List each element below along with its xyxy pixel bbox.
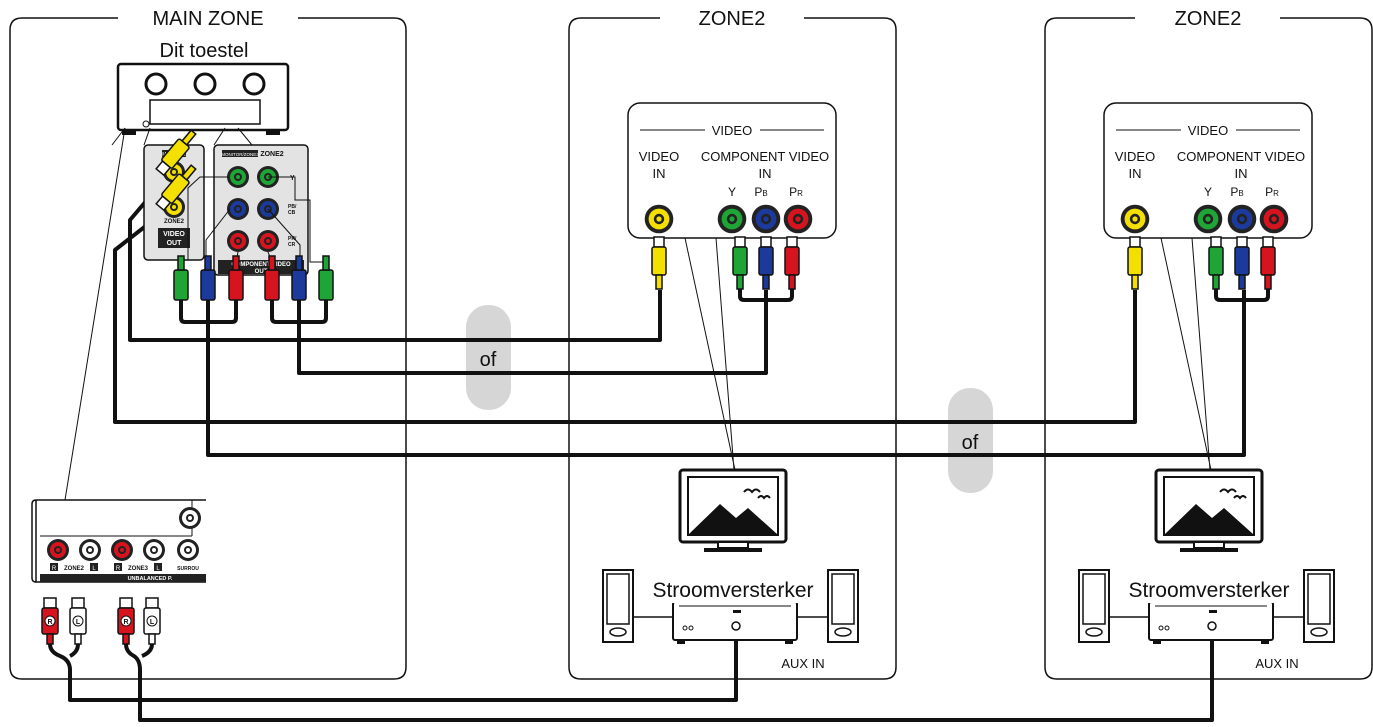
- svg-text:PB: PB: [754, 185, 767, 199]
- svg-text:VIDEO: VIDEO: [712, 123, 752, 138]
- zone-b-speaker-left: [1078, 569, 1110, 643]
- cables: [48, 198, 1270, 722]
- svg-text:Y: Y: [728, 185, 736, 199]
- svg-text:R: R: [52, 566, 57, 572]
- svg-text:CR: CR: [288, 242, 296, 248]
- zone-b-video-panel: VIDEO VIDEO IN COMPONENT VIDEO IN Y PB P…: [1103, 102, 1313, 239]
- svg-text:IN: IN: [653, 166, 666, 181]
- callout-lines: [64, 127, 253, 501]
- svg-text:PR/: PR/: [288, 236, 297, 242]
- svg-text:ZONE3: ZONE3: [128, 566, 149, 572]
- svg-text:Y: Y: [290, 175, 295, 182]
- svg-text:VIDEO: VIDEO: [639, 149, 679, 164]
- svg-text:SURROU: SURROU: [177, 566, 199, 572]
- svg-text:PB/: PB/: [288, 204, 297, 210]
- svg-text:IN: IN: [1235, 166, 1248, 181]
- or-label-2: of: [962, 432, 979, 454]
- zone-a-speaker-right: [827, 569, 859, 643]
- svg-text:ZONE2: ZONE2: [260, 151, 283, 158]
- svg-text:ZONE2: ZONE2: [164, 219, 185, 225]
- svg-text:IN: IN: [759, 166, 772, 181]
- svg-text:UNBALANCED P.: UNBALANCED P.: [128, 576, 173, 582]
- zone-a-amp-icon: [672, 601, 798, 645]
- svg-text:Y: Y: [1204, 185, 1212, 199]
- audio-rca-plugs: R L R L: [41, 597, 161, 645]
- svg-text:L: L: [76, 619, 81, 626]
- svg-text:COMPONENT VIDEO: COMPONENT VIDEO: [1177, 149, 1305, 164]
- svg-text:PB: PB: [1230, 185, 1243, 199]
- svg-text:CB: CB: [288, 210, 296, 216]
- zone2-title-a: ZONE2: [699, 8, 766, 30]
- svg-text:IN: IN: [1129, 166, 1142, 181]
- svg-text:MONITOR/ZONE3: MONITOR/ZONE3: [221, 152, 259, 157]
- or-label-1: of: [480, 349, 497, 371]
- svg-text:VIDEO: VIDEO: [163, 231, 185, 238]
- svg-text:PR: PR: [1265, 185, 1279, 199]
- zone-b-amp-label: Stroomversterker: [1128, 579, 1289, 602]
- svg-text:ZONE2: ZONE2: [64, 566, 85, 572]
- svg-text:PR: PR: [789, 185, 803, 199]
- svg-text:R: R: [47, 619, 52, 626]
- zone-b-tv-icon: [1154, 468, 1264, 554]
- main-zone-title: MAIN ZONE: [152, 8, 263, 30]
- zone-b-callout: [1160, 237, 1212, 471]
- zone2-title-b: ZONE2: [1175, 8, 1242, 30]
- svg-text:L: L: [92, 566, 96, 572]
- main-zone-frame: MAIN ZONE: [9, 8, 407, 680]
- zone-a-amp-label: Stroomversterker: [652, 579, 813, 602]
- zone2-frame-b: ZONE2: [1044, 8, 1373, 680]
- zone-a-speaker-left: [602, 569, 634, 643]
- zone-a-plugs: [651, 236, 800, 290]
- audio-pre-out-panel: R ZONE2 L R ZONE3 L SURROU UNBALANCED P.: [31, 499, 206, 583]
- receiver-icon: [116, 62, 290, 135]
- zone-b-plugs: [1127, 236, 1276, 290]
- svg-text:VIDEO: VIDEO: [1115, 149, 1155, 164]
- svg-text:OUT: OUT: [167, 240, 183, 247]
- zone-a-aux-in: AUX IN: [781, 656, 824, 671]
- zone-a-video-panel: VIDEO VIDEO IN COMPONENT VIDEO IN Y PB P…: [627, 102, 837, 239]
- or-bubble-1: [466, 305, 511, 410]
- svg-text:R: R: [123, 619, 128, 626]
- zone-b-amp-icon: [1148, 601, 1274, 645]
- receiver-leads: [187, 176, 326, 263]
- svg-text:R: R: [116, 566, 121, 572]
- svg-text:L: L: [150, 619, 155, 626]
- zone-b-speaker-right: [1303, 569, 1335, 643]
- device-label: Dit toestel: [160, 40, 249, 62]
- zone-a-tv-icon: [678, 468, 788, 554]
- or-bubble-2: [948, 388, 993, 493]
- zone-a-callout: [684, 237, 736, 471]
- svg-text:L: L: [156, 566, 160, 572]
- svg-text:COMPONENT VIDEO: COMPONENT VIDEO: [231, 262, 291, 268]
- svg-text:COMPONENT VIDEO: COMPONENT VIDEO: [701, 149, 829, 164]
- zone-b-aux-in: AUX IN: [1255, 656, 1298, 671]
- svg-text:OUT: OUT: [255, 269, 268, 275]
- receiver-component-out-panel: MONITOR/ZONE3 ZONE2 Y PB/ CB PR/ CR COMP…: [213, 144, 309, 276]
- zone2-frame-a: ZONE2: [568, 8, 897, 680]
- svg-text:VIDEO: VIDEO: [1188, 123, 1228, 138]
